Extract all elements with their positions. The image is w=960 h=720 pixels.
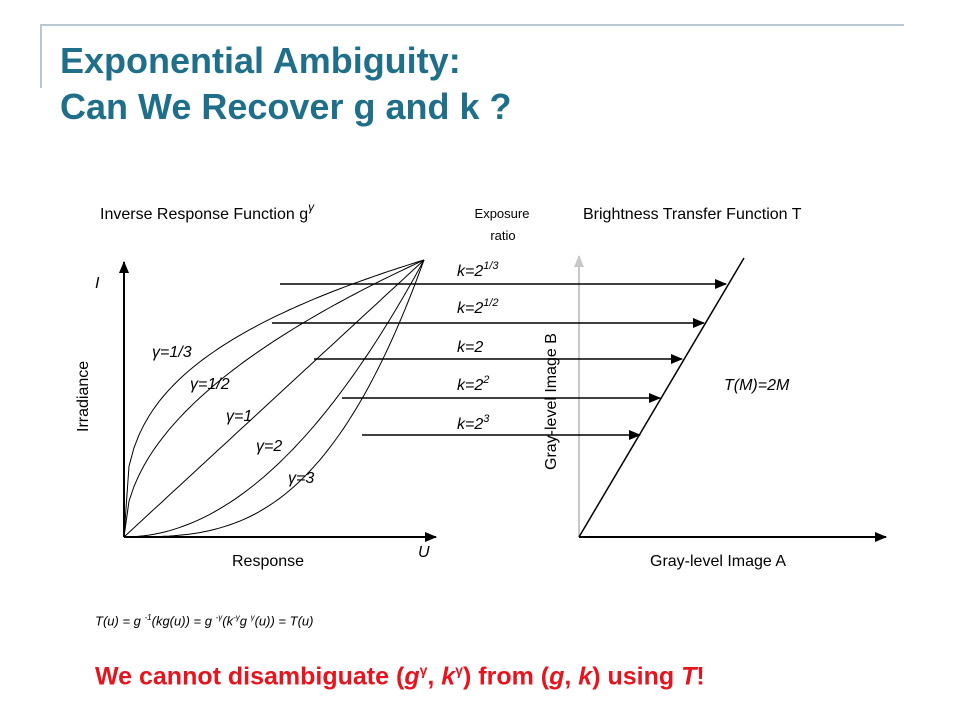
response-label: Response (232, 553, 304, 570)
curve-label-gamma-1: γ=1 (226, 408, 252, 425)
curve-label-gamma-1-3: γ=1/3 (152, 344, 192, 361)
slide-title: Exponential Ambiguity: Can We Recover g … (60, 38, 511, 130)
gray-level-a-label: Gray-level Image A (650, 553, 786, 570)
gamma-curve-1 (123, 259, 425, 538)
gamma-curve-5 (124, 259, 425, 538)
ratio-label-2-2: k=22 (457, 374, 489, 394)
slide-title-line-2: Can We Recover g and k ? (60, 86, 512, 127)
left-plot-heading: Inverse Response Function gγ (100, 200, 315, 223)
curve-label-gamma-2: γ=2 (256, 438, 282, 455)
ratio-label-2-3: k=23 (457, 413, 490, 433)
slide-title-line-1: Exponential Ambiguity: (60, 40, 461, 81)
gamma-curves (123, 259, 425, 538)
curve-label-gamma-1-2: γ=1/2 (190, 376, 230, 393)
exposure-ratio-label-line-2: ratio (490, 228, 515, 243)
gamma-curve-3 (123, 259, 425, 538)
y-axis-symbol: I (95, 275, 100, 292)
transfer-function-line (578, 257, 745, 538)
transfer-function-label: T(M)=2M (724, 377, 790, 394)
decorative-rule-vertical (40, 24, 42, 88)
ratio-label-2: k=2 (457, 339, 483, 356)
gamma-curve-4 (123, 259, 425, 538)
ratio-label-2-1-3: k=21/3 (457, 260, 499, 280)
curve-label-gamma-3: γ=3 (288, 470, 314, 487)
irradiance-label: Irradiance (75, 361, 92, 432)
x-axis-symbol: U (418, 544, 430, 561)
exposure-ratio-label-line-1: Exposure (475, 206, 530, 221)
conclusion-statement: We cannot disambiguate (gγ, kγ) from (g,… (95, 662, 705, 691)
right-plot-heading: Brightness Transfer Function T (583, 206, 802, 223)
decorative-rule-horizontal (40, 24, 904, 26)
ambiguity-formula: T(u) = g -1(kg(u)) = g -γ(k-γg γ(u)) = T… (95, 613, 314, 629)
gray-level-b-label: Gray-level Image B (543, 333, 560, 470)
ratio-label-2-1-2: k=21/2 (457, 297, 499, 317)
